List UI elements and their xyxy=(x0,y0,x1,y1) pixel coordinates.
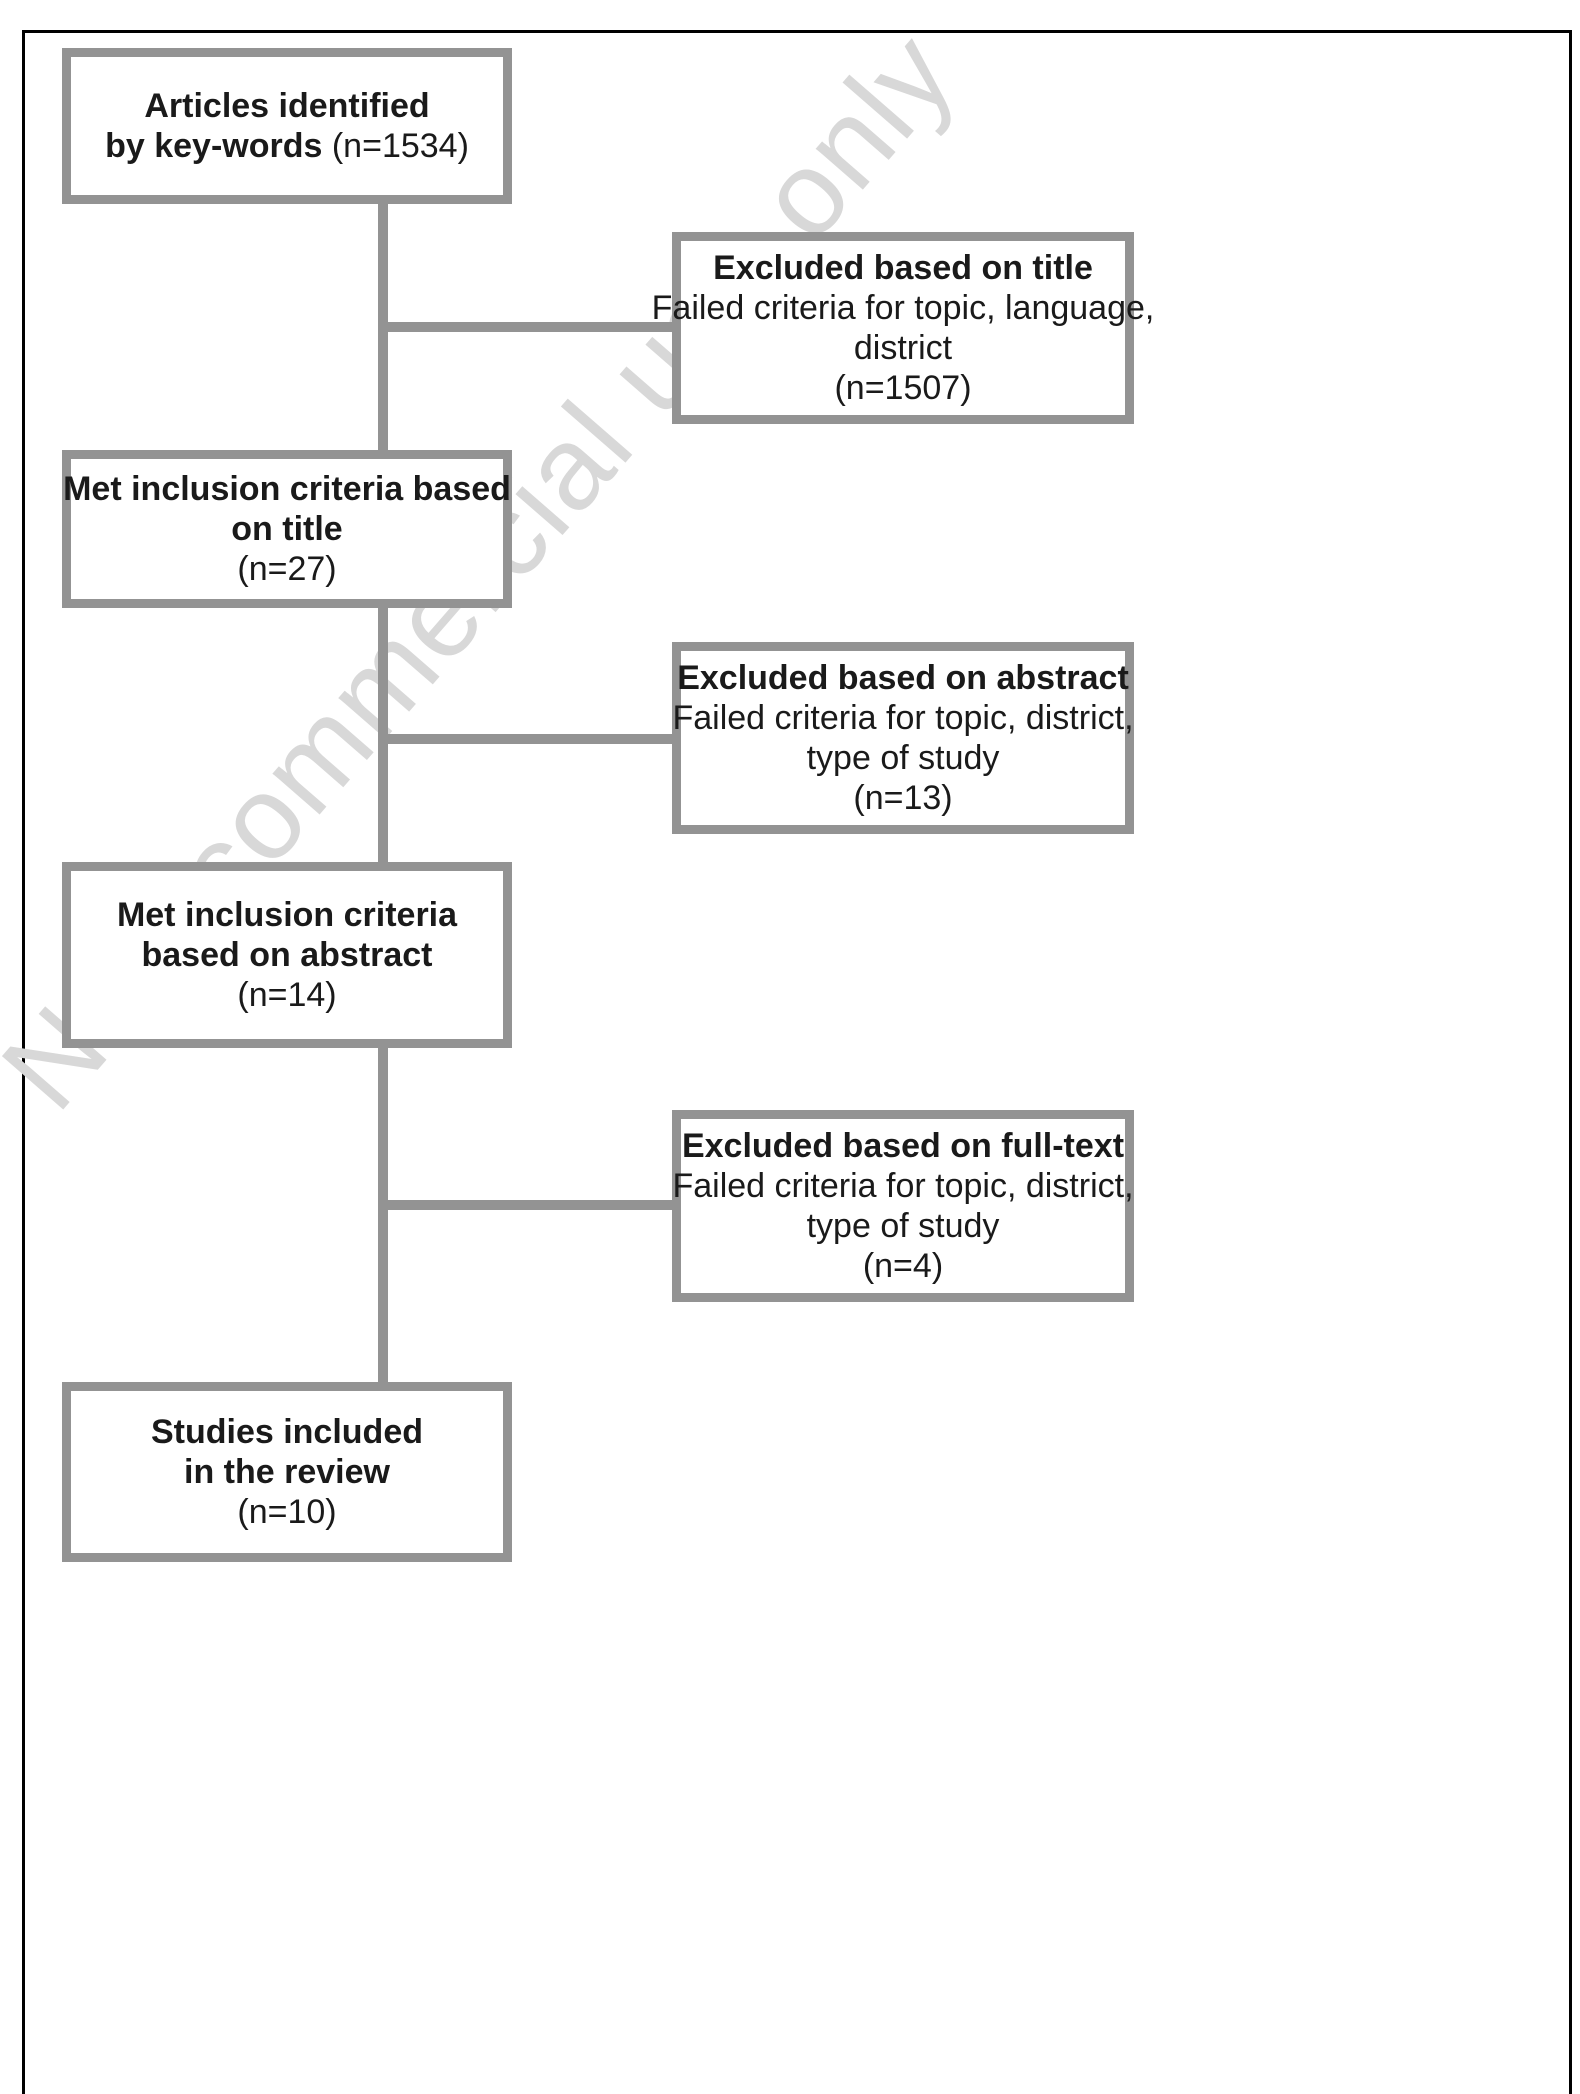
node-excluded-based-on-fulltext[interactable]: Excluded based on full-text Failed crite… xyxy=(672,1110,1134,1302)
node-excluded-fulltext-reason-1: Failed criteria for topic, district, xyxy=(672,1166,1134,1205)
connector-branch-excluded-fulltext xyxy=(378,1200,683,1210)
node-included-line2: in the review xyxy=(184,1452,390,1491)
node-articles-identified-line2: by key-words (n=1534) xyxy=(105,126,469,166)
node-met-abstract-line1: Met inclusion criteria xyxy=(116,895,458,934)
node-included-line1: Studies included xyxy=(150,1412,424,1451)
node-excluded-title-count: (n=1507) xyxy=(834,369,972,408)
connector-trunk-identified xyxy=(378,200,388,465)
node-met-title-line1: Met inclusion criteria based xyxy=(63,469,511,508)
node-met-title-count: (n=27) xyxy=(237,550,337,589)
node-excluded-title-reason-1: Failed criteria for topic, language, xyxy=(651,288,1155,327)
node-excluded-fulltext-heading: Excluded based on full-text xyxy=(681,1126,1125,1165)
connector-trunk-included xyxy=(378,1200,388,1390)
node-excluded-abstract-reason-1: Failed criteria for topic, district, xyxy=(672,698,1134,737)
connector-branch-excluded-abstract xyxy=(378,734,683,744)
node-excluded-title-reason-2: district xyxy=(853,329,953,367)
node-met-title-line2: on title xyxy=(231,509,343,548)
node-studies-included[interactable]: Studies included in the review (n=10) xyxy=(62,1382,512,1562)
node-met-abstract-line2: based on abstract xyxy=(141,935,433,974)
node-excluded-title-heading: Excluded based on title xyxy=(713,248,1093,287)
node-excluded-based-on-title[interactable]: Excluded based on title Failed criteria … xyxy=(652,232,1154,424)
node-included-count: (n=10) xyxy=(237,1493,337,1532)
node-excluded-based-on-abstract[interactable]: Excluded based on abstract Failed criter… xyxy=(672,642,1134,834)
node-met-abstract-count: (n=14) xyxy=(237,976,337,1015)
connector-branch-excluded-title xyxy=(378,322,683,332)
node-articles-identified-line1: Articles identified xyxy=(144,86,430,125)
node-excluded-abstract-heading: Excluded based on abstract xyxy=(677,658,1129,697)
node-articles-identified-count: (n=1534) xyxy=(322,127,469,165)
node-excluded-abstract-count: (n=13) xyxy=(853,779,953,818)
node-articles-identified-keywords: by key-words xyxy=(105,127,323,165)
node-excluded-fulltext-count: (n=4) xyxy=(862,1247,944,1286)
node-excluded-abstract-reason-2: type of study xyxy=(806,739,1000,777)
node-excluded-fulltext-reason-2: type of study xyxy=(806,1207,1000,1245)
node-articles-identified[interactable]: Articles identified by key-words (n=1534… xyxy=(62,48,512,204)
node-met-criteria-title[interactable]: Met inclusion criteria based on title (n… xyxy=(62,450,512,608)
node-met-criteria-abstract[interactable]: Met inclusion criteria based on abstract… xyxy=(62,862,512,1048)
